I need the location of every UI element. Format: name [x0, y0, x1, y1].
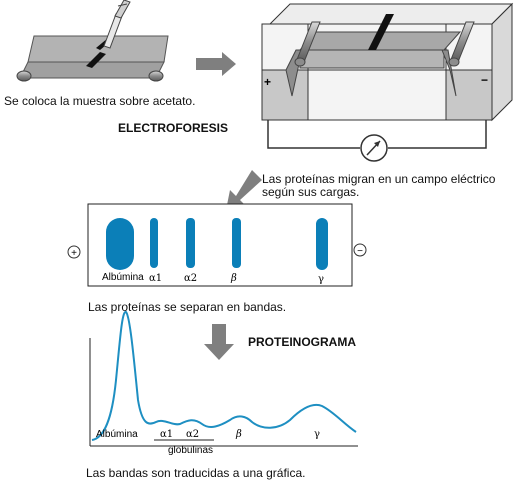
title-electroforesis: ELECTROFORESIS: [118, 121, 229, 135]
graph-label: β: [235, 429, 242, 440]
svg-text:−: −: [357, 246, 363, 257]
band-label: Albúmina: [102, 272, 144, 283]
cathode-symbol: −: [353, 243, 367, 257]
band-gamma: [316, 218, 328, 270]
title-proteinograma: PROTEINOGRAMA: [248, 335, 356, 349]
electrophoresis-chamber: [261, 2, 514, 122]
graph-labels: Albúmina α1 α2 β γ: [96, 429, 320, 440]
graph-label: Albúmina: [96, 429, 138, 440]
band-alpha1: [150, 218, 158, 268]
caption-step3: Las proteínas se separan en bandas.: [88, 300, 287, 314]
caption-step1: Se coloca la muestra sobre acetato.: [4, 94, 196, 108]
band-albumin: [106, 218, 134, 270]
pipette-icon: [103, 0, 131, 49]
graph-label: γ: [314, 429, 320, 440]
proteinogram-axes: [89, 338, 358, 447]
anode-symbol: +: [67, 245, 81, 259]
arrow-icon: [204, 324, 234, 360]
band-label: γ: [318, 274, 324, 285]
svg-text:+: +: [71, 248, 77, 259]
ammeter-icon: [360, 134, 388, 162]
graph-label: α2: [186, 429, 199, 440]
band-label: α1: [149, 273, 162, 284]
caption-step2-line1: Las proteínas migran en un campo eléctri…: [262, 172, 496, 186]
graph-label: α1: [160, 429, 173, 440]
arrow-icon: [196, 52, 236, 76]
caption-step2-line2: según sus cargas.: [262, 185, 360, 199]
acetate-strip-sample: [16, 35, 169, 82]
negative-electrode-label: −: [481, 73, 488, 87]
band-labels: Albúmina α1 α2 β γ: [102, 272, 324, 285]
arrow-icon: [226, 170, 262, 210]
band-beta: [232, 218, 241, 268]
positive-electrode-label: +: [264, 75, 271, 89]
band-alpha2: [186, 218, 195, 268]
circuit-wire: [267, 120, 487, 149]
band-label: α2: [184, 273, 197, 284]
protein-bands: [106, 218, 328, 270]
caption-step4: Las bandas son traducidas a una gráfica.: [86, 466, 306, 480]
proteinogram-curve: [91, 310, 357, 441]
globulinas-label: globulinas: [168, 445, 213, 456]
band-label: β: [230, 273, 237, 284]
